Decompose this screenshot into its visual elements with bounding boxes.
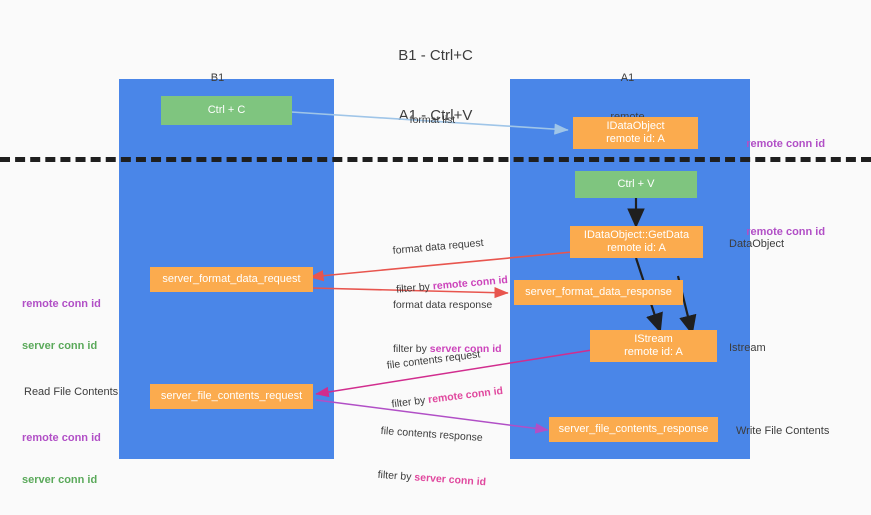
node-getdata-line1: IDataObject::GetData — [583, 229, 690, 241]
edge-label-file-contents-response-line1: file contents response — [380, 424, 484, 445]
connector-layer — [275, 110, 697, 434]
edge-label-format-list: format list — [398, 101, 456, 140]
node-ctrl-v[interactable]: Ctrl + V — [575, 171, 697, 198]
note-remote-conn-id-mid-text: remote conn id — [746, 226, 826, 238]
edge-file-contents-response — [315, 399, 549, 434]
node-istream-line2: remote id: A — [624, 346, 683, 358]
node-istream[interactable]: IStream remote id: A — [590, 330, 717, 362]
edge-label-format-data-response-filter: filter by server conn id — [393, 343, 502, 356]
note-read-file-contents: Read File Contents — [24, 386, 119, 398]
note-left-mid-server: server conn id — [22, 340, 98, 352]
edge-format-data-request — [309, 251, 573, 282]
diagram-canvas: B1 - Ctrl+C A1 - Ctrl+V B1 connection A1… — [0, 47, 871, 488]
column-header-a1-name: A1 — [620, 72, 635, 84]
edge-label-format-data-response: format data response filter by server co… — [393, 273, 502, 382]
node-server-file-contents-request-label: server_file_contents_request — [160, 390, 303, 402]
note-left-low-server: server conn id — [22, 474, 98, 486]
title-line-1: B1 - Ctrl+C — [398, 47, 473, 64]
node-istream-line1: IStream — [634, 333, 673, 345]
filter-key-server-conn-id: server conn id — [413, 471, 487, 489]
note-istream: Istream — [729, 342, 766, 354]
edge-label-format-data-request-line1: format data request — [392, 236, 485, 257]
node-idataobject-line2: remote id: A — [606, 133, 665, 145]
filter-prefix: filter by — [393, 343, 430, 355]
node-server-file-contents-response[interactable]: server_file_contents_response — [549, 417, 718, 442]
filter-key-server-conn-id: server conn id — [429, 343, 502, 355]
node-server-file-contents-response-label: server_file_contents_response — [558, 423, 709, 435]
note-remote-conn-id-mid: remote conn id — [734, 211, 825, 253]
node-getdata-line2: remote id: A — [607, 242, 666, 254]
node-ctrl-v-label: Ctrl + V — [617, 178, 655, 190]
column-header-b1-name: B1 — [210, 72, 225, 84]
edge-label-format-data-response-line1: format data response — [393, 299, 493, 311]
node-ctrl-c-label: Ctrl + C — [207, 104, 246, 116]
node-ctrl-c[interactable]: Ctrl + C — [161, 96, 292, 125]
note-remote-conn-id-top: remote conn id — [734, 123, 825, 165]
note-left-low-remote: remote conn id — [22, 432, 101, 444]
note-remote-conn-id-top-text: remote conn id — [746, 138, 826, 150]
node-server-format-data-response[interactable]: server_format_data_response — [514, 280, 683, 305]
phase-divider — [0, 157, 871, 162]
note-left-low-conn-ids: remote conn id server conn id — [22, 403, 101, 515]
node-idataobject[interactable]: IDataObject remote id: A — [573, 117, 698, 149]
node-server-format-data-request-label: server_format_data_request — [162, 273, 301, 285]
note-write-file-contents: Write File Contents — [736, 425, 830, 437]
note-left-mid-conn-ids: remote conn id server conn id — [22, 269, 101, 381]
edge-file-contents-request — [315, 349, 593, 398]
edge-label-format-list-text: format list — [409, 114, 456, 126]
edge-label-file-contents-request-line1: file contents request — [386, 348, 481, 372]
edge-format-data-response — [311, 287, 509, 299]
node-server-format-data-response-label: server_format_data_response — [525, 286, 672, 298]
node-idataobject-line1: IDataObject — [606, 120, 665, 132]
node-server-file-contents-request[interactable]: server_file_contents_request — [150, 384, 313, 409]
note-left-mid-remote: remote conn id — [22, 298, 101, 310]
edge-format-list — [275, 110, 569, 135]
filter-prefix: filter by — [377, 468, 415, 484]
edge-label-file-contents-response: file contents response filter by server … — [375, 399, 491, 515]
note-dataobject: DataObject — [729, 238, 785, 250]
node-idataobject-getdata[interactable]: IDataObject::GetData remote id: A — [570, 226, 703, 258]
edge-label-file-contents-response-filter: filter by server conn id — [377, 469, 486, 490]
node-server-format-data-request[interactable]: server_format_data_request — [150, 267, 313, 292]
